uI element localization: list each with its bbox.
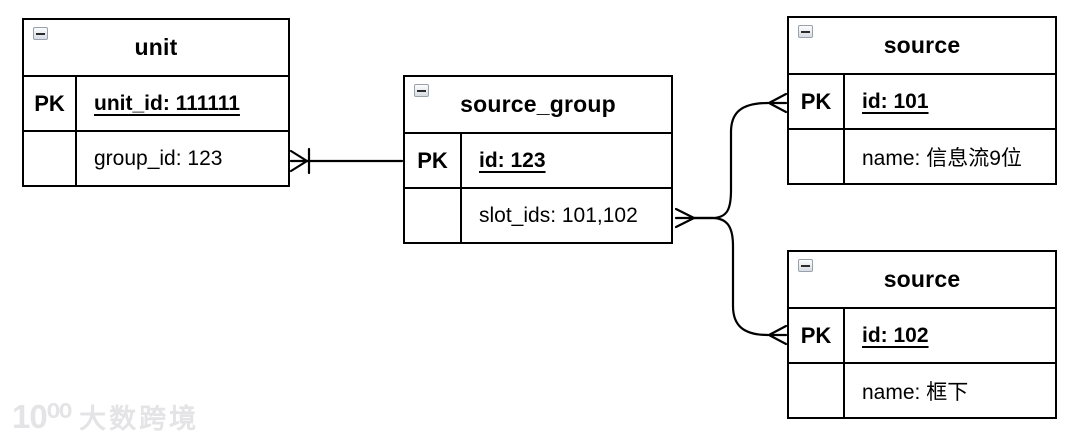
table-row: PK unit_id: 111111: [24, 77, 288, 132]
minus-icon: [36, 32, 45, 35]
pk-label: PK: [789, 309, 845, 362]
entity-source-102-header: source: [789, 252, 1055, 309]
table-row: PK id: 123: [405, 134, 671, 189]
table-row: PK id: 101: [789, 75, 1055, 130]
collapse-icon[interactable]: [33, 27, 48, 40]
pk-label: PK: [789, 75, 845, 128]
watermark: 10⁰⁰ 大数跨境: [12, 399, 199, 439]
key-cell-empty: [24, 132, 77, 185]
key-cell-empty: [789, 364, 845, 417]
field-unit-id: unit_id: 111111: [94, 91, 240, 115]
table-row: name: 信息流9位: [789, 130, 1055, 183]
entity-source-group[interactable]: source_group PK id: 123 slot_ids: 101,10…: [403, 75, 673, 244]
key-cell-empty: [405, 189, 462, 242]
pk-label: PK: [24, 77, 77, 130]
field-id: id: 102: [862, 323, 929, 347]
entity-title: source_group: [460, 91, 616, 117]
table-row: group_id: 123: [24, 132, 288, 185]
field-name: name: 信息流9位: [862, 146, 1022, 170]
crowfoot-source-group-end: [674, 207, 696, 229]
wire-to-source-102: [692, 216, 770, 337]
entity-source-102[interactable]: source PK id: 102 name: 框下: [787, 250, 1057, 419]
collapse-icon[interactable]: [414, 84, 429, 97]
minus-icon: [801, 30, 810, 33]
entity-title: source: [883, 266, 961, 292]
entity-source-group-header: source_group: [405, 77, 671, 134]
entity-source-101-header: source: [789, 18, 1055, 75]
entity-unit-header: unit: [24, 20, 288, 77]
entity-title: unit: [134, 34, 178, 60]
pk-label: PK: [405, 134, 462, 187]
minus-icon: [801, 264, 810, 267]
table-row: name: 框下: [789, 364, 1055, 417]
table-row: slot_ids: 101,102: [405, 189, 671, 242]
key-cell-empty: [789, 130, 845, 183]
watermark-logo: 10⁰⁰: [12, 398, 72, 435]
crowfoot-unit-end: [289, 149, 309, 173]
entity-source-101[interactable]: source PK id: 101 name: 信息流9位: [787, 16, 1057, 185]
collapse-icon[interactable]: [798, 25, 813, 38]
connector-unit-source-group: [289, 147, 404, 175]
entity-unit[interactable]: unit PK unit_id: 111111 group_id: 123: [22, 18, 290, 187]
crowfoot-source-101-end: [767, 92, 788, 114]
field-id: id: 101: [862, 89, 929, 113]
field-id: id: 123: [479, 148, 546, 172]
crowfoot-source-102-end: [767, 324, 788, 346]
entity-title: source: [883, 32, 961, 58]
field-group-id: group_id: 123: [94, 146, 223, 170]
field-name: name: 框下: [862, 380, 969, 404]
wire-to-source-101: [692, 101, 770, 220]
watermark-text: 大数跨境: [79, 404, 200, 434]
connector-source-group-sources: [674, 92, 788, 346]
table-row: PK id: 102: [789, 309, 1055, 364]
field-slot-ids: slot_ids: 101,102: [479, 203, 638, 227]
collapse-icon[interactable]: [798, 259, 813, 272]
minus-icon: [417, 89, 426, 92]
